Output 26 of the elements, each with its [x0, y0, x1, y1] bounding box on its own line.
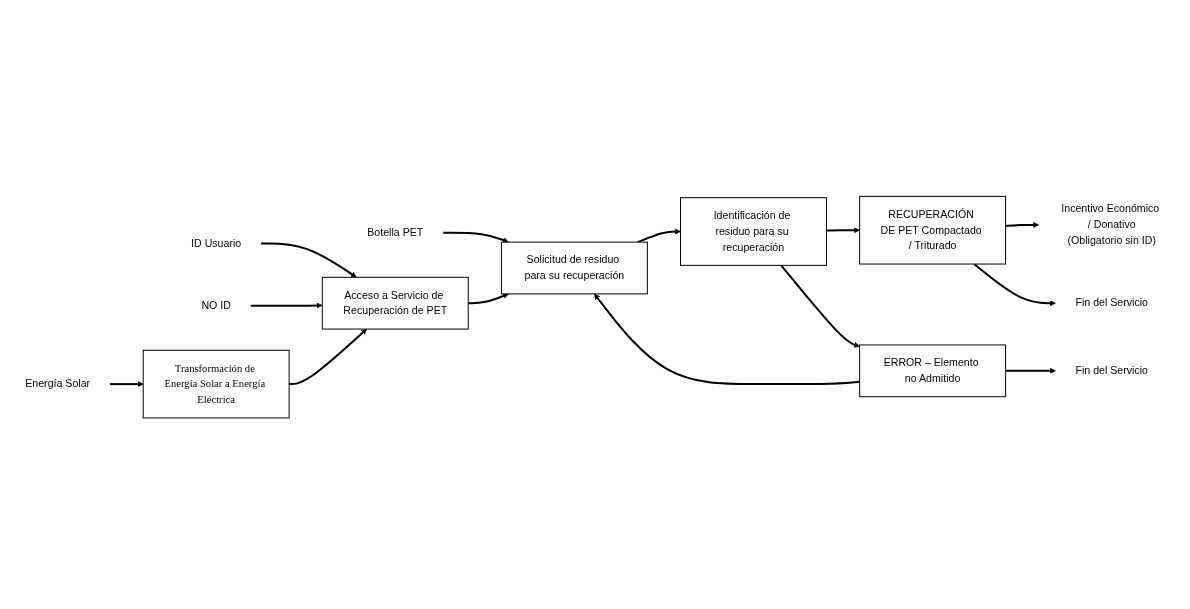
arrow [442, 231, 509, 243]
node-box: RECUPERACIÓN DE PET Compactado / Triturado [859, 195, 1007, 265]
arrow [825, 227, 860, 234]
node-box: Identificación de residuo para su recuperación [680, 197, 827, 266]
node-text: Botella PET [367, 226, 424, 239]
node-text: Fin del Servicio [1075, 364, 1148, 377]
node-text: Incentivo Económico / Donativo (Obligatorio sin ID) [1061, 203, 1160, 247]
node-box: Solicitud de residuo para su recuperación [500, 241, 648, 295]
arrow [1004, 367, 1056, 374]
arrow [1004, 222, 1039, 228]
arrow [288, 328, 367, 386]
arrow [260, 242, 357, 278]
node-text: ID Usuario [191, 237, 242, 249]
node-text: Energía Solar [25, 378, 91, 390]
arrow [780, 264, 860, 348]
arrow [467, 293, 509, 305]
arrow [594, 293, 861, 386]
node-box: Acceso a Servicio de Recuperación de PET [321, 276, 469, 330]
arrow [249, 302, 323, 309]
node-text: Fin del Servicio [1075, 297, 1148, 309]
arrow [973, 263, 1056, 307]
node-box: Transformación de Energía Solar a Energía Eléctrica [142, 349, 290, 419]
node-box: ERROR – Elemento no Admitido [859, 344, 1007, 398]
arrow [636, 228, 681, 244]
node-text: NO ID [201, 299, 231, 312]
arrow [109, 381, 144, 387]
